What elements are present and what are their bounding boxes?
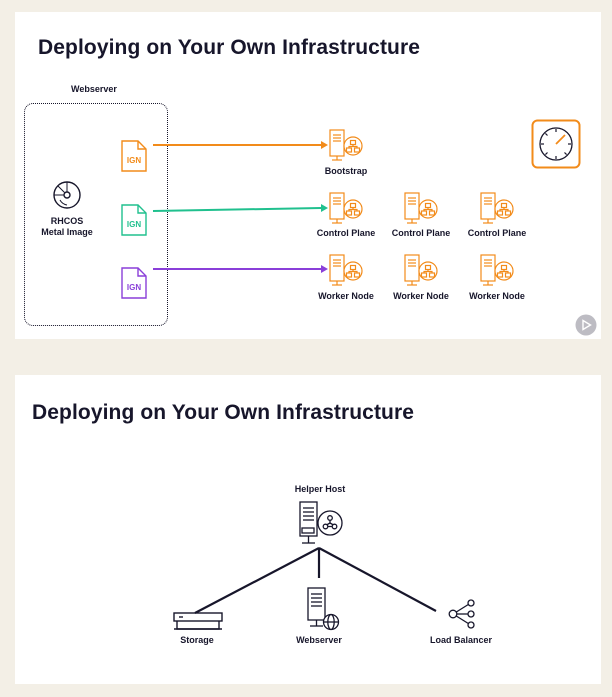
control-plane-label-1: Control Plane	[316, 228, 376, 238]
web-server-icon	[307, 587, 340, 631]
line-to-load-balancer	[318, 547, 437, 612]
bootstrap-label: Bootstrap	[324, 166, 368, 176]
arrow-bootstrap	[153, 141, 328, 149]
webserver-label: Webserver	[71, 84, 117, 94]
connection-arrows	[152, 141, 328, 273]
webserver-label-2: Webserver	[296, 635, 342, 645]
slide-1-title: Deploying on Your Own Infrastructure	[38, 36, 421, 59]
ign-file-green: IGN	[121, 204, 147, 236]
control-plane-label-2: Control Plane	[391, 228, 451, 238]
worker-node-label-3: Worker Node	[469, 291, 525, 301]
worker-node-label-1: Worker Node	[318, 291, 374, 301]
control-plane-label-3: Control Plane	[467, 228, 527, 238]
rhcos-label: RHCOS Metal Image	[37, 216, 97, 238]
helper-host-label: Helper Host	[294, 484, 346, 494]
slide-1: Deploying on Your Own Infrastructure Web…	[15, 12, 601, 339]
rhcos-label-line2: Metal Image	[41, 227, 93, 237]
file-icon	[121, 204, 147, 236]
slide-2: Deploying on Your Own Infrastructure Hel…	[15, 375, 601, 684]
ign-text: IGN	[126, 283, 142, 292]
webserver-container	[24, 103, 168, 326]
line-to-storage	[194, 547, 320, 614]
load-balancer-label: Load Balancer	[429, 635, 493, 645]
server-network-icon	[329, 254, 363, 286]
gauge-icon	[531, 119, 581, 169]
server-network-icon	[329, 129, 363, 161]
server-network-icon	[404, 254, 438, 286]
ign-file-orange: IGN	[121, 140, 147, 172]
connection-lines	[194, 547, 437, 614]
server-network-icon	[329, 192, 363, 224]
load-balancer-icon	[448, 599, 475, 629]
file-icon	[121, 140, 147, 172]
ign-text: IGN	[126, 156, 142, 165]
worker-node-label-2: Worker Node	[393, 291, 449, 301]
ign-file-purple: IGN	[121, 267, 147, 299]
file-icon	[121, 267, 147, 299]
server-network-icon	[480, 192, 514, 224]
arrow-control-plane	[152, 204, 328, 212]
server-network-icon	[480, 254, 514, 286]
slide-2-title: Deploying on Your Own Infrastructure	[32, 401, 415, 424]
arrow-worker-node	[153, 265, 328, 273]
rhcos-label-line1: RHCOS	[50, 216, 84, 226]
play-icon[interactable]	[575, 314, 597, 336]
ign-text: IGN	[126, 220, 142, 229]
server-network-icon	[299, 501, 343, 544]
disc-icon	[53, 181, 81, 209]
storage-icon	[173, 612, 223, 630]
storage-label: Storage	[180, 635, 214, 645]
server-network-icon	[404, 192, 438, 224]
